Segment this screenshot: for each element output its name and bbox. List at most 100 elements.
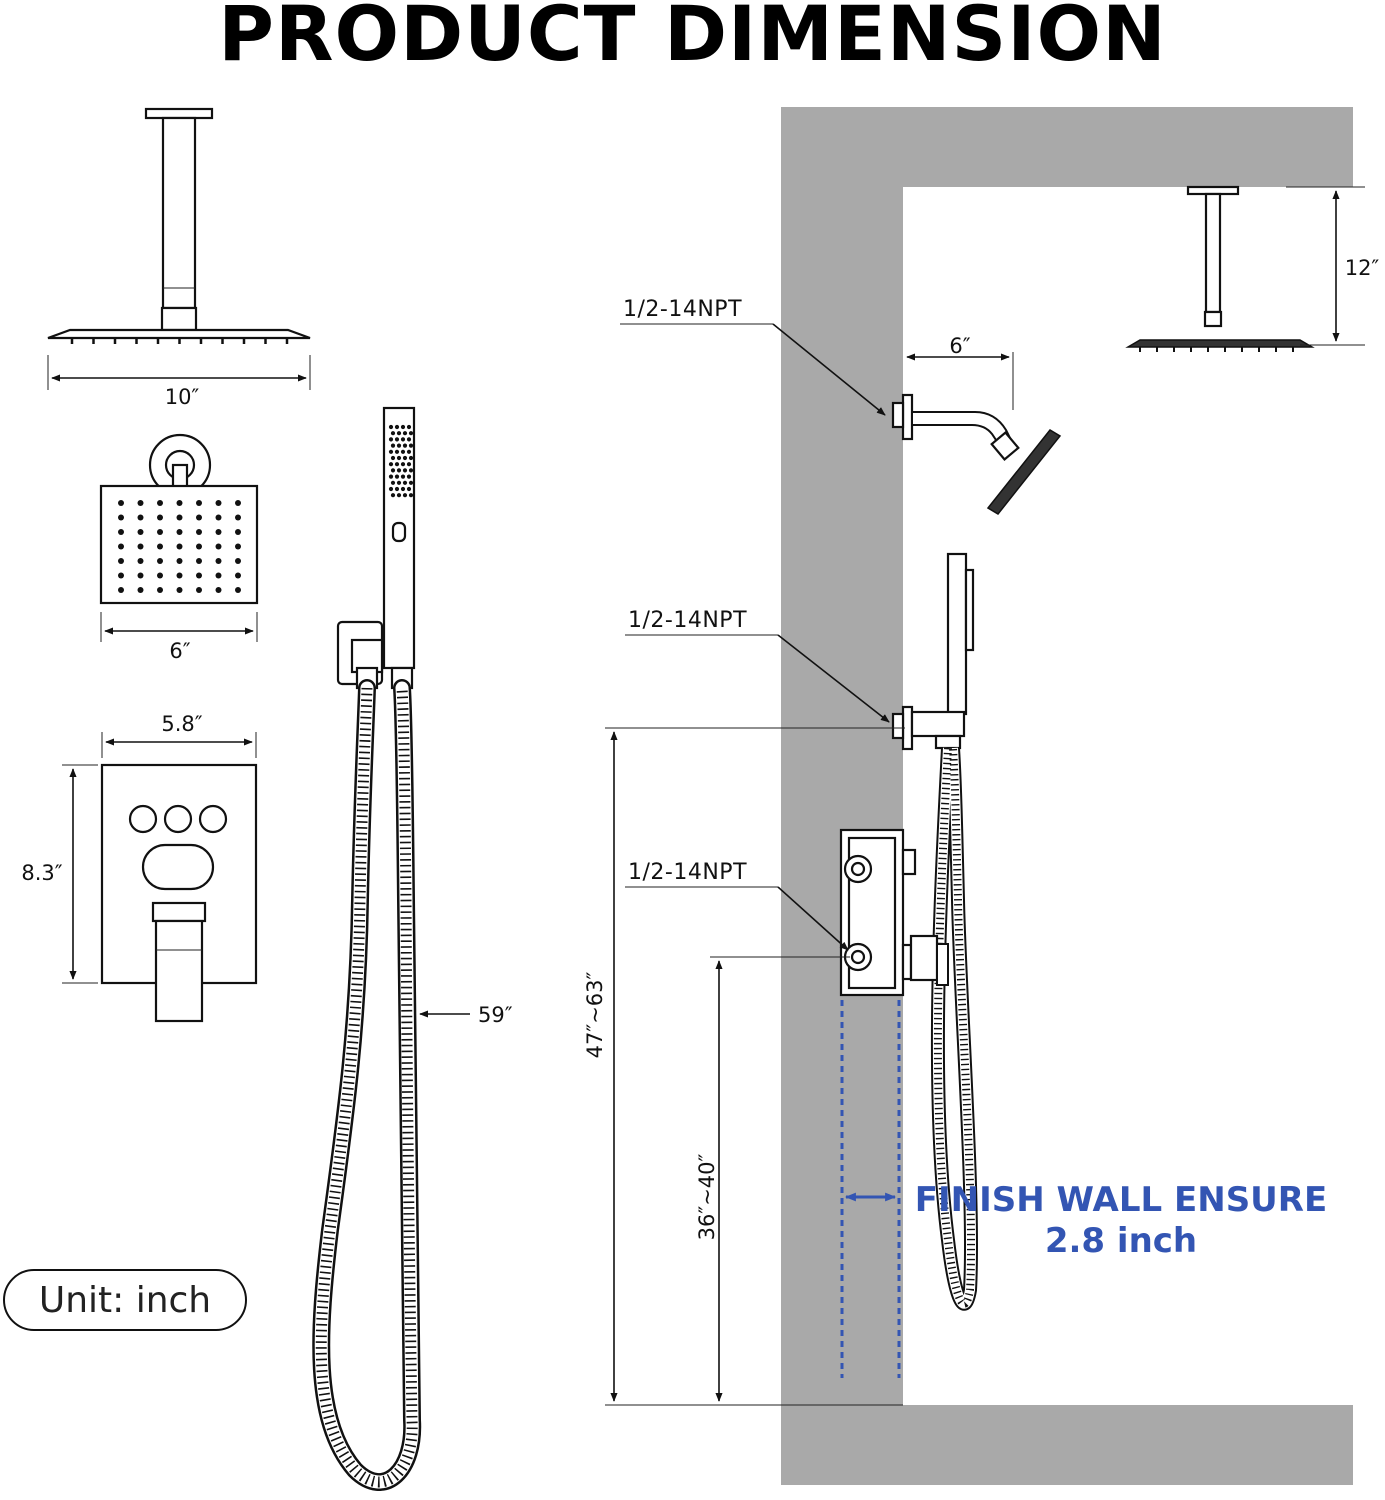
unit-badge: Unit: inch bbox=[3, 1269, 247, 1331]
nozzle-dot bbox=[157, 514, 163, 521]
nozzle-dot bbox=[157, 558, 163, 564]
nozzle-dot bbox=[406, 462, 412, 467]
nozzle-dot bbox=[157, 543, 163, 550]
valve-trim-icon bbox=[100, 763, 258, 1023]
hand-shower-icon bbox=[336, 406, 416, 690]
finish-wall-indicator: FINISH WALL ENSURE 2.8 inch bbox=[840, 1000, 1327, 1378]
nozzle-dot bbox=[396, 443, 402, 448]
nozzle-dot bbox=[176, 543, 183, 550]
finish-wall-line2: 2.8 inch bbox=[1045, 1221, 1197, 1261]
nozzle-dot bbox=[388, 449, 394, 454]
npt-label-top: 1/2-14NPT bbox=[623, 297, 742, 322]
wall-section bbox=[781, 107, 1353, 1485]
nozzle-dot bbox=[394, 474, 400, 479]
nozzle-dot bbox=[408, 443, 414, 448]
nozzle-dot bbox=[390, 443, 396, 448]
npt-label-middle: 1/2-14NPT bbox=[628, 608, 747, 633]
page-title: PRODUCT DIMENSION bbox=[218, 0, 1167, 78]
nozzle-dot bbox=[394, 486, 400, 492]
hose-length-dimension: 59″ bbox=[419, 1003, 513, 1027]
nozzle-dot bbox=[118, 572, 124, 579]
nozzle-dot bbox=[400, 486, 406, 492]
nozzle-dot bbox=[196, 572, 202, 579]
nozzle-dot bbox=[137, 572, 144, 579]
square-head-width-dimension: 6″ bbox=[100, 612, 258, 663]
nozzle-dot bbox=[196, 514, 202, 521]
ceiling-arm-installed-icon bbox=[1125, 185, 1315, 352]
nozzle-dot bbox=[137, 558, 144, 564]
nozzle-dot bbox=[235, 529, 241, 535]
npt-label-bottom: 1/2-14NPT bbox=[628, 860, 747, 885]
nozzle-dot bbox=[406, 437, 412, 442]
nozzle-dot bbox=[400, 462, 406, 467]
nozzle-dot bbox=[406, 486, 412, 492]
nozzle-dot bbox=[390, 468, 396, 473]
nozzle-dot bbox=[235, 587, 241, 593]
nozzle-dot bbox=[400, 424, 406, 430]
nozzle-dot bbox=[215, 514, 222, 521]
nozzle-dot bbox=[388, 424, 394, 430]
nozzle-dot bbox=[235, 514, 241, 521]
npt-callout-bottom: 1/2-14NPT bbox=[625, 860, 849, 951]
nozzle-dot bbox=[396, 468, 402, 473]
nozzle-dot bbox=[402, 431, 408, 436]
nozzle-dot bbox=[215, 529, 222, 535]
nozzle-dot bbox=[402, 443, 408, 448]
nozzle-dot bbox=[388, 437, 394, 442]
nozzle-dot bbox=[157, 587, 163, 593]
nozzle-dot bbox=[176, 558, 183, 564]
nozzle-dot bbox=[137, 514, 144, 521]
wall-arm-reach-dimension: 6″ bbox=[906, 334, 1014, 410]
nozzle-dot bbox=[402, 493, 408, 498]
nozzle-dot bbox=[196, 529, 202, 535]
nozzle-dot bbox=[406, 474, 412, 479]
nozzle-dot bbox=[215, 587, 222, 593]
nozzle-dot bbox=[396, 480, 402, 485]
nozzle-dot bbox=[176, 572, 183, 579]
nozzle-dot bbox=[118, 529, 124, 535]
nozzle-dot bbox=[137, 543, 144, 550]
nozzle-dot bbox=[394, 449, 400, 454]
nozzle-dot bbox=[118, 514, 124, 521]
nozzle-dot bbox=[388, 474, 394, 479]
hand-shower-installed-icon bbox=[891, 552, 975, 751]
wall-arm-installed-icon bbox=[891, 393, 1062, 515]
valve-plate-width-dimension: 5.8″ bbox=[101, 712, 257, 758]
nozzle-dot bbox=[176, 514, 183, 521]
nozzle-dot bbox=[118, 558, 124, 564]
npt-callout-middle: 1/2-14NPT bbox=[625, 608, 890, 723]
nozzle-dot bbox=[137, 529, 144, 535]
valve-plate-width-label: 5.8″ bbox=[161, 712, 202, 736]
nozzle-dot bbox=[235, 558, 241, 564]
nozzle-dot bbox=[157, 500, 163, 506]
nozzle-dot bbox=[406, 424, 412, 430]
nozzle-dot bbox=[176, 529, 183, 535]
npt-callout-top: 1/2-14NPT bbox=[620, 297, 886, 416]
nozzle-dot bbox=[402, 468, 408, 473]
nozzle-dot bbox=[235, 572, 241, 579]
rough-in-valve-icon bbox=[839, 828, 949, 997]
nozzle-dot bbox=[408, 431, 414, 436]
nozzle-dot bbox=[408, 493, 414, 498]
nozzle-dot bbox=[137, 500, 144, 506]
nozzle-dot bbox=[137, 587, 144, 593]
nozzle-dot bbox=[176, 500, 183, 506]
nozzle-dot bbox=[396, 431, 402, 436]
ceiling-rain-head-icon bbox=[47, 107, 311, 344]
nozzle-dot bbox=[396, 455, 402, 461]
nozzle-dot bbox=[390, 480, 396, 485]
nozzle-dot bbox=[215, 500, 222, 506]
nozzle-dot bbox=[406, 449, 412, 454]
square-head-width-label: 6″ bbox=[169, 639, 190, 663]
nozzle-dot bbox=[118, 500, 124, 506]
nozzle-dot bbox=[215, 572, 222, 579]
nozzle-dot bbox=[235, 500, 241, 506]
nozzle-dot bbox=[394, 462, 400, 467]
nozzle-dot bbox=[157, 572, 163, 579]
nozzle-dot bbox=[196, 558, 202, 564]
nozzle-dot bbox=[396, 493, 402, 498]
nozzle-dot bbox=[215, 543, 222, 550]
shower-hose-icon bbox=[312, 679, 422, 1491]
rain-head-width-dimension: 10″ bbox=[47, 355, 311, 409]
